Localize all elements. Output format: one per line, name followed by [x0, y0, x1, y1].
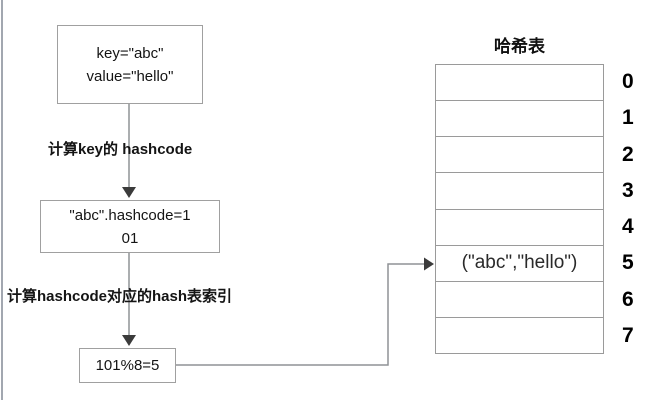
- key-value-box: key="abc" value="hello": [57, 25, 203, 104]
- value-line: value="hello": [86, 67, 174, 85]
- connector-index-to-slot5: [176, 263, 425, 366]
- step2-label: 计算hashcode对应的hash表索引: [7, 288, 233, 305]
- hash-table-slot-0: [436, 65, 603, 102]
- slot-index-2: 2: [622, 142, 634, 166]
- hashcode-line1: "abc".hashcode=1: [69, 206, 191, 224]
- slot-index-0: 0: [622, 70, 634, 94]
- arrowhead-index-to-slot5: [424, 257, 434, 271]
- slot-value-abc-hello: ("abc","hello"): [461, 252, 578, 274]
- arrowhead-hashcode-to-index: [122, 335, 136, 346]
- step1-label: 计算key的 hashcode: [48, 141, 193, 158]
- slot-index-3: 3: [622, 178, 634, 202]
- hash-table: ("abc","hello"): [435, 64, 604, 354]
- modulo-result-box: 101%8=5: [79, 348, 176, 383]
- hashcode-result-box: "abc".hashcode=1 01: [40, 200, 220, 253]
- slot-index-5: 5: [622, 251, 634, 275]
- hash-table-title: 哈希表: [494, 37, 545, 56]
- hash-table-slot-4: [436, 210, 603, 246]
- modulo-text: 101%8=5: [95, 357, 160, 374]
- key-line: key="abc": [96, 44, 164, 62]
- hashcode-line2: 01: [121, 229, 139, 247]
- hash-table-index-column: 0 1 2 3 4 5 6 7: [616, 64, 646, 354]
- window-edge-line: [1, 0, 3, 400]
- hash-table-slot-2: [436, 137, 603, 174]
- hash-table-slot-5: ("abc","hello"): [436, 246, 603, 282]
- hash-table-slot-7: [436, 318, 603, 353]
- slot-index-4: 4: [622, 215, 634, 239]
- hash-table-slot-6: [436, 282, 603, 318]
- slot-index-1: 1: [622, 106, 634, 130]
- slot-index-7: 7: [622, 323, 634, 347]
- hash-table-slot-1: [436, 101, 603, 138]
- slot-index-6: 6: [622, 287, 634, 311]
- hash-table-slot-3: [436, 173, 603, 210]
- arrowhead-key-to-hashcode: [122, 187, 136, 198]
